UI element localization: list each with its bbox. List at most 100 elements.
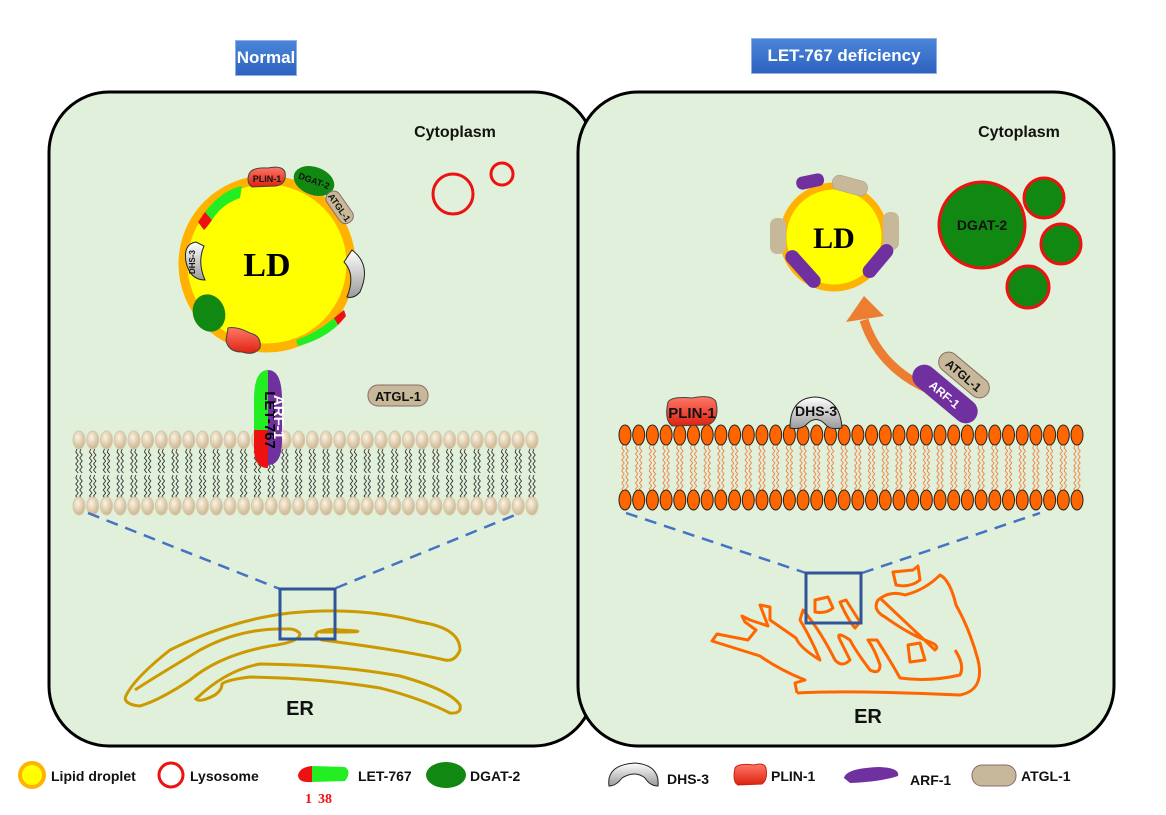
deficiency-title: LET-767 deficiency — [751, 38, 937, 74]
lipid-head — [933, 424, 947, 446]
lipid-head — [933, 489, 947, 511]
lipid-head — [714, 489, 728, 511]
lipid-droplet-icon — [18, 761, 46, 789]
lipid-head — [141, 496, 155, 516]
lipid-head — [456, 496, 470, 516]
legend-plin-1: PLIN-1 — [771, 768, 816, 784]
lipid-head — [223, 430, 237, 450]
lipid-head — [511, 496, 525, 516]
lipid-head — [865, 489, 879, 511]
lipid-head — [154, 430, 168, 450]
lipid-head — [168, 496, 182, 516]
lipid-head — [237, 496, 251, 516]
lipid-head — [741, 424, 755, 446]
ld-dgat-2: DGAT-2 — [293, 166, 335, 196]
arf-1-label: ARF-1 — [270, 395, 287, 439]
membrane-plin-1: PLIN-1 — [666, 396, 718, 427]
normal-zoom-box — [278, 587, 337, 641]
lipid-head — [906, 489, 920, 511]
let-767-domain-start: 1 — [305, 792, 312, 807]
dgat-2-icon — [426, 762, 466, 788]
ld-plin-1-label: PLIN-1 — [253, 174, 282, 184]
lipid-head — [700, 424, 714, 446]
lipid-head — [673, 424, 687, 446]
deficient-zoom-box — [804, 571, 863, 625]
lipid-head — [305, 496, 319, 516]
lipid-head — [1043, 489, 1057, 511]
lipid-head — [796, 489, 810, 511]
lipid-head — [182, 496, 196, 516]
lipid-head — [333, 430, 347, 450]
let-767-label: LET-767 — [261, 391, 278, 449]
lipid-head — [878, 424, 892, 446]
lipid-head — [700, 489, 714, 511]
arf-1-icon — [844, 767, 899, 783]
lipid-head — [415, 430, 429, 450]
lipid-head — [72, 496, 86, 516]
lipid-head — [755, 489, 769, 511]
lipid-head — [686, 489, 700, 511]
let-767-domain-end: 38 — [318, 792, 332, 807]
lipid-head — [443, 496, 457, 516]
deficient-cytoplasm-label: Cytoplasm — [978, 124, 1060, 141]
ld-plin-1: PLIN-1 — [247, 166, 286, 188]
lipid-head — [484, 430, 498, 450]
lipid-head — [388, 430, 402, 450]
lipid-head — [1043, 424, 1057, 446]
let-767-arf-1-complex: LET-767 ARF-1 — [254, 370, 287, 468]
ld-let767-upper — [198, 186, 242, 230]
lipid-head — [127, 430, 141, 450]
lipid-head — [388, 496, 402, 516]
lipid-head — [415, 496, 429, 516]
lipid-head — [470, 430, 484, 450]
lipid-head — [429, 496, 443, 516]
svg-text:DHS-3: DHS-3 — [188, 249, 197, 274]
lipid-head — [209, 496, 223, 516]
lipid-head — [1029, 489, 1043, 511]
lipid-head — [974, 424, 988, 446]
deficient-er-membrane — [618, 424, 1084, 511]
lipid-head — [810, 489, 824, 511]
lipid-head — [714, 424, 728, 446]
membrane-dhs-3: DHS-3 — [789, 396, 843, 430]
legend-dgat-2: DGAT-2 — [470, 768, 521, 784]
lipid-head — [1070, 489, 1084, 511]
legend: Lipid droplet Lysosome 1 38 LET-767 DGAT… — [18, 761, 1071, 807]
lipid-head — [511, 430, 525, 450]
lipid-head — [906, 424, 920, 446]
lipid-head — [525, 430, 539, 450]
lipid-head — [782, 489, 796, 511]
lipid-head — [154, 496, 168, 516]
lipid-head — [632, 424, 646, 446]
zoom-line-left-a — [87, 511, 281, 591]
lipid-head — [168, 430, 182, 450]
lipid-head — [99, 496, 113, 516]
lipid-head — [755, 424, 769, 446]
lipid-head — [919, 424, 933, 446]
lipid-head — [960, 489, 974, 511]
lipid-head — [141, 430, 155, 450]
lysosome-icon — [157, 761, 185, 789]
lipid-head — [86, 430, 100, 450]
let-767-icon — [298, 766, 349, 783]
lipid-head — [892, 424, 906, 446]
lipid-head — [278, 496, 292, 516]
lipid-head — [401, 496, 415, 516]
lipid-head — [810, 424, 824, 446]
lipid-head — [892, 489, 906, 511]
lysosome-small — [489, 161, 515, 187]
lipid-head — [360, 496, 374, 516]
lipid-head — [618, 489, 632, 511]
lipid-head — [113, 496, 127, 516]
lipid-head — [645, 424, 659, 446]
lipid-head — [264, 496, 278, 516]
lipid-head — [525, 496, 539, 516]
lipid-head — [769, 489, 783, 511]
lipid-head — [429, 430, 443, 450]
legend-atgl-1: ATGL-1 — [1021, 768, 1071, 784]
lipid-head — [974, 489, 988, 511]
lipid-head — [237, 430, 251, 450]
lipid-head — [498, 496, 512, 516]
dhs-3-icon — [608, 762, 659, 787]
lipid-head — [823, 489, 837, 511]
